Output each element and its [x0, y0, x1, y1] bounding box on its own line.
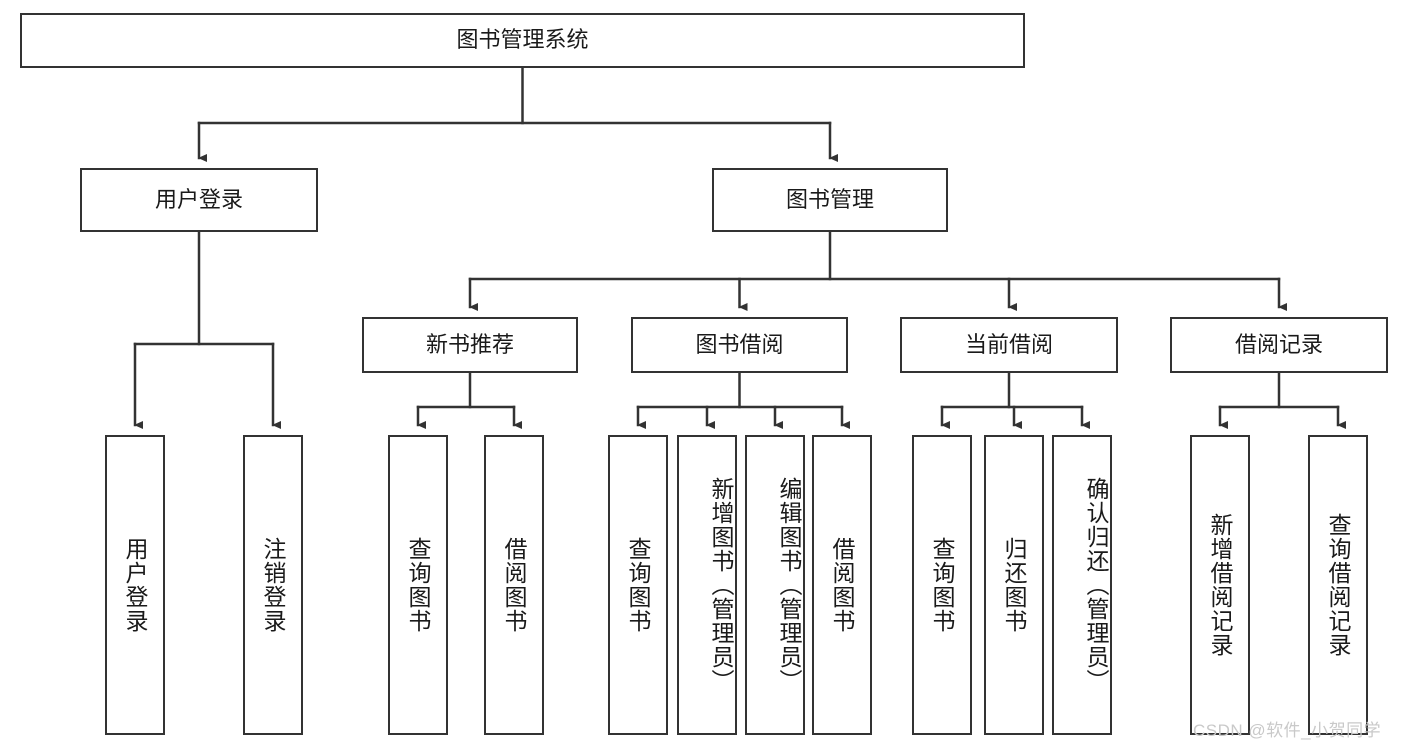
- node-root[interactable]: 图书管理系统: [20, 13, 1025, 68]
- node-label: 借阅图书: [829, 537, 856, 633]
- node-current-borrow[interactable]: 当前借阅: [900, 317, 1118, 373]
- node-book-borrow[interactable]: 图书借阅: [631, 317, 848, 373]
- node-label: 借阅记录: [1234, 331, 1323, 357]
- node-label: 确认归还（管理员）: [1083, 477, 1109, 693]
- node-leaf-query-book-2[interactable]: 查询图书: [608, 435, 668, 735]
- node-leaf-confirm-return-admin[interactable]: 确认归还（管理员）: [1052, 435, 1112, 735]
- node-label: 新增图书（管理员）: [708, 477, 734, 693]
- node-leaf-user-logout[interactable]: 注销登录: [243, 435, 303, 735]
- node-label: 图书借阅: [695, 331, 784, 357]
- node-leaf-query-book-3[interactable]: 查询图书: [912, 435, 972, 735]
- node-label: 归还图书: [1001, 537, 1028, 633]
- node-leaf-query-borrow-record[interactable]: 查询借阅记录: [1308, 435, 1368, 735]
- node-leaf-edit-book-admin[interactable]: 编辑图书（管理员）: [745, 435, 805, 735]
- node-label: 借阅图书: [501, 537, 528, 633]
- node-leaf-borrow-book-2[interactable]: 借阅图书: [812, 435, 872, 735]
- node-new-book-recommend[interactable]: 新书推荐: [362, 317, 578, 373]
- node-label: 编辑图书（管理员）: [776, 477, 802, 693]
- node-label: 图书管理系统: [456, 27, 589, 53]
- node-label: 当前借阅: [964, 331, 1053, 357]
- node-leaf-return-book[interactable]: 归还图书: [984, 435, 1044, 735]
- node-leaf-add-borrow-record[interactable]: 新增借阅记录: [1190, 435, 1250, 735]
- node-label: 注销登录: [260, 537, 287, 633]
- node-user-login[interactable]: 用户登录: [80, 168, 318, 232]
- node-leaf-user-login[interactable]: 用户登录: [105, 435, 165, 735]
- node-borrow-record[interactable]: 借阅记录: [1170, 317, 1388, 373]
- node-book-management[interactable]: 图书管理: [712, 168, 948, 232]
- node-label: 查询图书: [929, 537, 956, 633]
- watermark-label: CSDN @软件_小贺同学: [1193, 721, 1382, 740]
- node-label: 用户登录: [122, 537, 149, 633]
- node-label: 查询图书: [405, 537, 432, 633]
- node-label: 图书管理: [785, 186, 874, 212]
- node-label: 用户登录: [154, 186, 243, 212]
- node-leaf-add-book-admin[interactable]: 新增图书（管理员）: [677, 435, 737, 735]
- node-label: 查询图书: [625, 537, 652, 633]
- node-label: 查询借阅记录: [1325, 513, 1352, 657]
- node-leaf-borrow-book-1[interactable]: 借阅图书: [484, 435, 544, 735]
- node-label: 新书推荐: [425, 331, 514, 357]
- node-leaf-query-book-1[interactable]: 查询图书: [388, 435, 448, 735]
- node-label: 新增借阅记录: [1207, 513, 1234, 657]
